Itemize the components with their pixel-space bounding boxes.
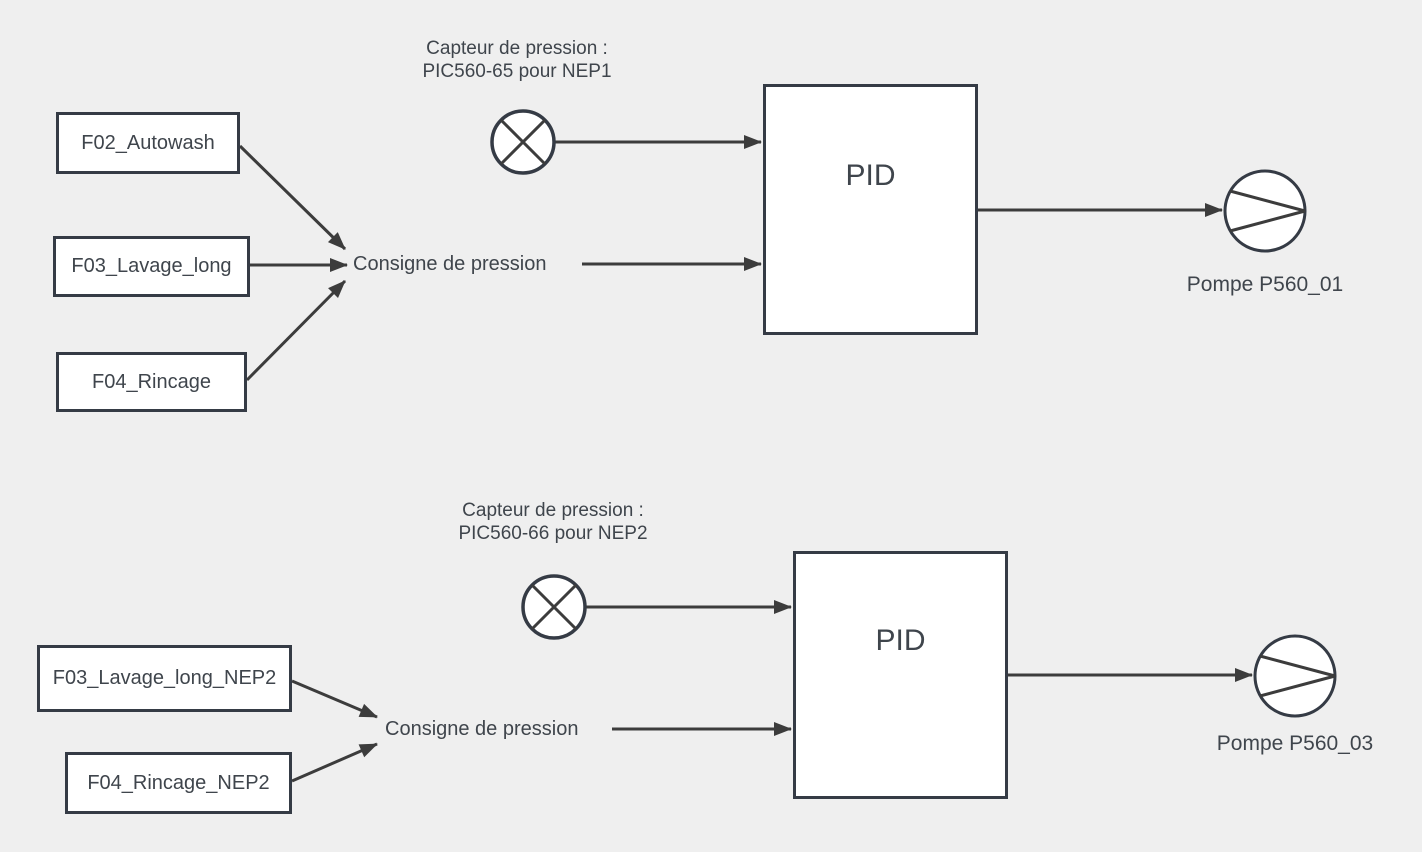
input-node-label: F03_Lavage_long [71,255,232,277]
connector-f04-to-setpoint[interactable] [245,279,347,382]
setpoint-label-nep2: Consigne de pression [385,718,579,740]
pump-chevron-line [1229,209,1306,233]
connector-f03nep2-to-setpoint[interactable] [291,679,378,719]
input-node-f03-lavage-long[interactable]: F03_Lavage_long [53,236,250,297]
pump-circle [1223,169,1307,253]
sensor-cross-line [530,583,578,631]
pump-label-p560-01: Pompe P560_01 [1186,273,1344,296]
pressure-sensor-icon-nep1[interactable] [490,109,556,175]
input-node-label: F02_Autowash [81,131,215,154]
input-node-f03-lavage-long-nep2[interactable]: F03_Lavage_long_NEP2 [37,645,292,712]
input-node-label: F04_Rincage [92,370,211,393]
input-node-f04-rincage[interactable]: F04_Rincage [56,352,247,412]
pump-icon-p560-01[interactable] [1223,169,1307,253]
pump-chevron-line [1229,189,1306,213]
pump-label-p560-03: Pompe P560_03 [1216,732,1374,755]
setpoint-label-nep1: Consigne de pression [353,253,547,275]
pid-controller-nep1[interactable]: PID [763,84,978,335]
input-node-f02-autowash[interactable]: F02_Autowash [56,112,240,174]
pump-chevron-line [1259,654,1336,678]
pressure-sensor-icon-nep2[interactable] [521,574,587,640]
pump-chevron-line [1259,674,1336,698]
input-node-label: F04_Rincage_NEP2 [87,771,270,794]
pid-label: PID [845,159,896,192]
sensor-caption-nep1: Capteur de pression : PIC560-65 pour NEP… [367,37,667,83]
pump-icon-p560-03[interactable] [1253,634,1337,718]
pid-label: PID [875,624,926,657]
input-node-f04-rincage-nep2[interactable]: F04_Rincage_NEP2 [65,752,292,814]
connector-f04nep2-to-setpoint[interactable] [291,742,378,783]
sensor-caption-line2: PIC560-65 pour NEP1 [422,61,612,82]
sensor-caption-line1: Capteur de pression : [426,38,608,59]
sensor-caption-nep2: Capteur de pression : PIC560-66 pour NEP… [403,499,703,545]
sensor-caption-line1: Capteur de pression : [462,500,644,521]
connector-f02-to-setpoint[interactable] [238,144,347,251]
input-node-label: F03_Lavage_long_NEP2 [52,667,277,689]
sensor-cross-line [499,118,547,166]
pid-controller-nep2[interactable]: PID [793,551,1008,799]
pump-circle [1253,634,1337,718]
sensor-caption-line2: PIC560-66 pour NEP2 [458,523,648,544]
